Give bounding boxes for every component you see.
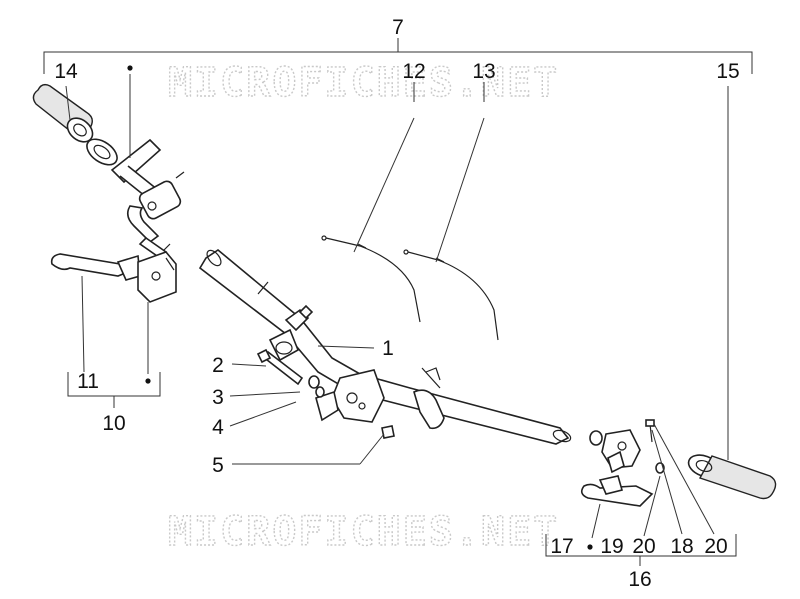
grip-ring (86, 138, 118, 166)
watermark-top: MICROFICHES.NET (168, 60, 559, 106)
callout-20-right: 20 (704, 535, 727, 558)
handlebar-tube (198, 249, 572, 445)
watermark-bottom: MICROFICHES.NET (168, 509, 559, 555)
callout-1: 1 (382, 337, 394, 360)
callout-10: 10 (102, 412, 125, 435)
callout-11: 11 (77, 370, 99, 393)
callout-17: 17 (550, 535, 573, 558)
callout-2: 2 (212, 354, 224, 377)
throttle-housing (126, 171, 185, 260)
cable-12 (321, 235, 421, 323)
right-clamp (589, 419, 665, 474)
right-grip (687, 454, 777, 500)
callout-14: 14 (54, 60, 78, 83)
dot-marker-left (145, 378, 151, 384)
callout-13: 13 (472, 60, 495, 83)
left-brake-lever (50, 253, 141, 281)
callout-19: 19 (600, 535, 623, 558)
leader-lines (65, 74, 729, 539)
callout-5: 5 (212, 454, 224, 477)
right-brake-lever (580, 475, 654, 507)
left-switch-block (137, 243, 177, 303)
left-grip (32, 83, 94, 143)
callout-4: 4 (212, 416, 224, 439)
callout-12: 12 (402, 60, 425, 83)
callout-15: 15 (716, 60, 739, 83)
callout-16: 16 (628, 568, 651, 591)
center-clamp (315, 367, 445, 430)
bracket-10 (67, 372, 161, 408)
cable-13 (403, 249, 499, 341)
callout-18: 18 (670, 535, 693, 558)
dot-marker-right (587, 544, 593, 550)
bracket-16 (545, 534, 737, 566)
bracket-7 (43, 38, 753, 74)
dot-marker-top (127, 65, 133, 71)
callout-20-left: 20 (632, 535, 655, 558)
bolt-and-washers (256, 348, 395, 439)
callout-3: 3 (212, 386, 224, 409)
callout-7: 7 (392, 16, 404, 39)
